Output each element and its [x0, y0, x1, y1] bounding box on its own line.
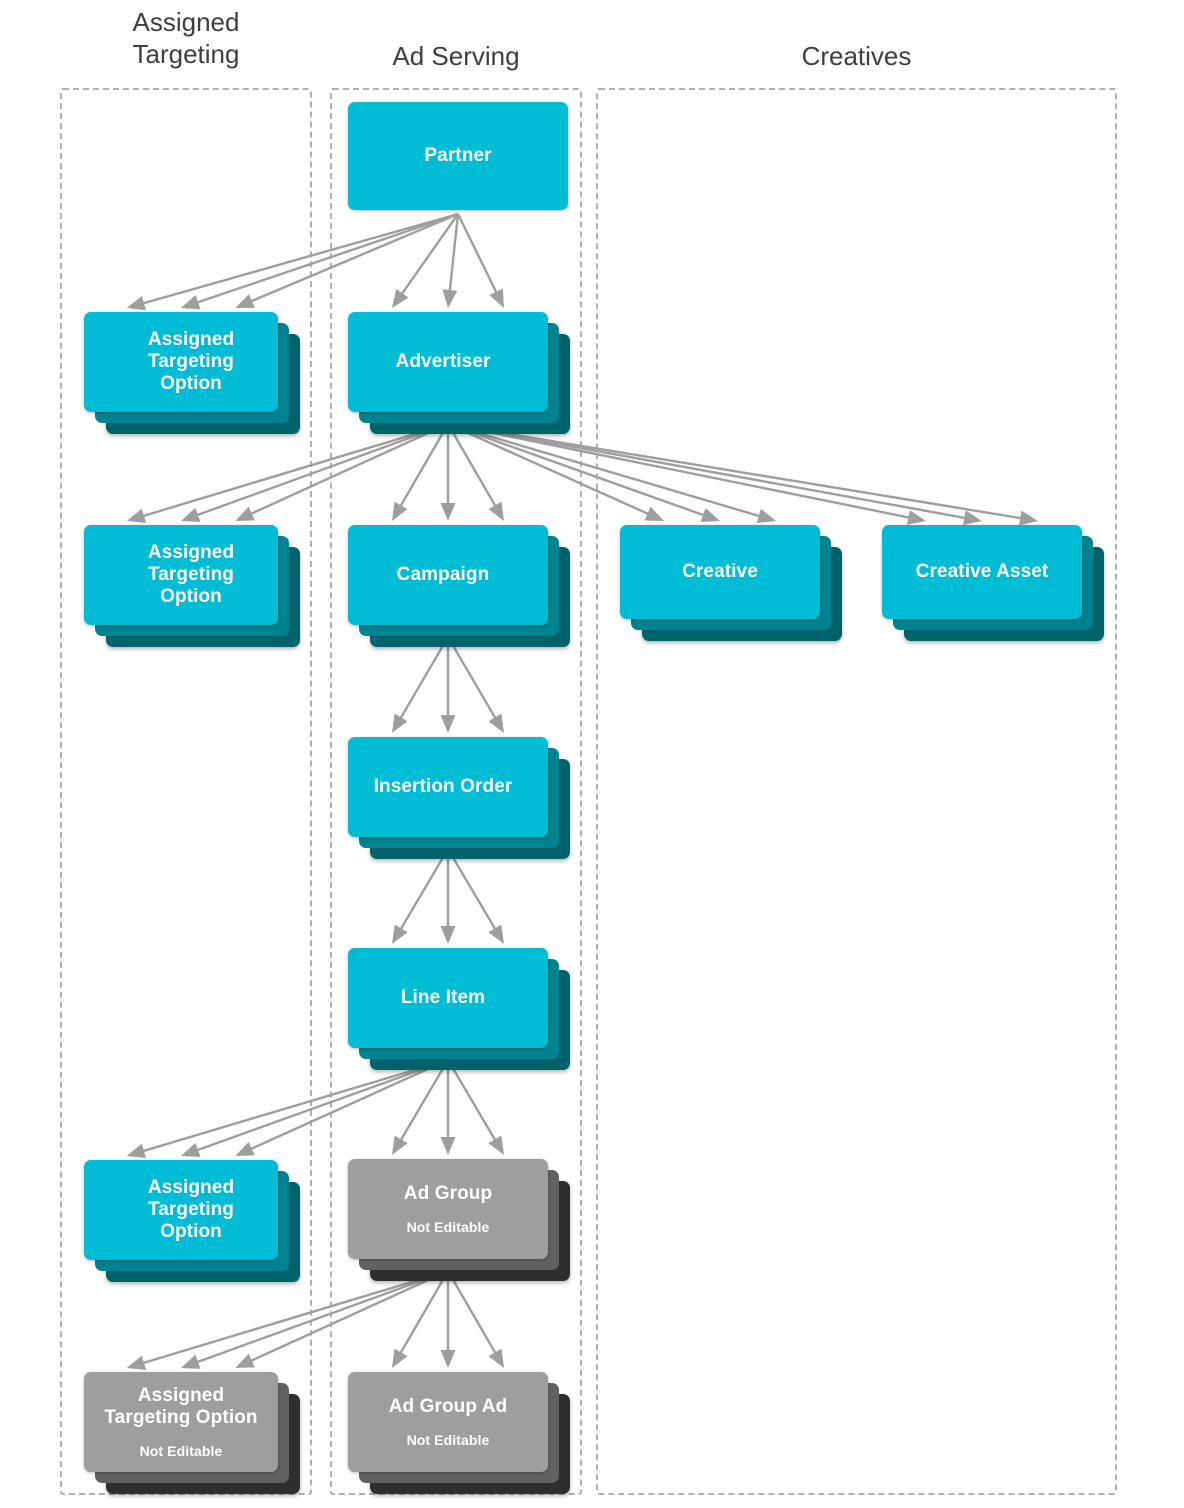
node-partner-card[interactable]: Partner	[348, 102, 568, 210]
node-creative-asset-label: Creative Asset	[915, 560, 1049, 582]
node-insertion-order-label: Insertion Order	[373, 775, 513, 797]
node-line-item[interactable]: Line Item	[348, 948, 570, 1070]
node-assigned-targeting-option-adgroup-sublabel: Not Editable	[139, 1443, 223, 1460]
group-frame-assigned-targeting	[60, 88, 312, 1495]
node-ad-group-label: Ad Group	[403, 1182, 493, 1204]
node-insertion-order-card[interactable]: Insertion Order	[348, 737, 548, 837]
node-assigned-targeting-option-advertiser-label: Assigned Targeting Option	[147, 541, 235, 608]
node-ad-group-ad-sublabel: Not Editable	[406, 1432, 490, 1449]
node-campaign-label: Campaign	[396, 563, 490, 585]
node-ad-group-ad[interactable]: Ad Group Ad Not Editable	[348, 1372, 570, 1494]
node-ad-group-ad-card[interactable]: Ad Group Ad Not Editable	[348, 1372, 548, 1472]
node-advertiser[interactable]: Advertiser	[348, 312, 570, 434]
node-assigned-targeting-option-advertiser-card[interactable]: Assigned Targeting Option	[84, 525, 278, 625]
node-creative[interactable]: Creative	[620, 525, 842, 641]
node-line-item-label: Line Item	[400, 986, 486, 1008]
node-campaign[interactable]: Campaign	[348, 525, 570, 647]
column-title-ad-serving: Ad Serving	[392, 41, 520, 71]
node-partner-label: Partner	[424, 144, 492, 166]
column-title-creatives: Creatives	[801, 41, 912, 71]
node-insertion-order[interactable]: Insertion Order	[348, 737, 570, 859]
node-assigned-targeting-option-lineitem-label: Assigned Targeting Option	[147, 1176, 235, 1243]
column-title-assigned-targeting: Assigned Targeting	[132, 7, 240, 69]
node-campaign-card[interactable]: Campaign	[348, 525, 548, 625]
node-assigned-targeting-option-lineitem[interactable]: Assigned Targeting Option	[84, 1160, 300, 1282]
node-creative-card[interactable]: Creative	[620, 525, 820, 619]
node-assigned-targeting-option-lineitem-card[interactable]: Assigned Targeting Option	[84, 1160, 278, 1260]
group-frame-ad-serving	[330, 88, 582, 1495]
node-creative-asset[interactable]: Creative Asset	[882, 525, 1104, 641]
node-ad-group-sublabel: Not Editable	[406, 1219, 490, 1236]
node-partner[interactable]: Partner	[348, 102, 568, 210]
group-frame-creatives	[596, 88, 1117, 1495]
node-ad-group-ad-label: Ad Group Ad	[388, 1395, 508, 1417]
node-assigned-targeting-option-partner-card[interactable]: Assigned Targeting Option	[84, 312, 278, 412]
node-assigned-targeting-option-partner[interactable]: Assigned Targeting Option	[84, 312, 300, 434]
node-assigned-targeting-option-advertiser[interactable]: Assigned Targeting Option	[84, 525, 300, 647]
node-assigned-targeting-option-partner-label: Assigned Targeting Option	[147, 328, 235, 395]
node-creative-label: Creative	[682, 560, 758, 582]
node-assigned-targeting-option-adgroup-label: Assigned Targeting Option	[104, 1384, 258, 1428]
node-advertiser-card[interactable]: Advertiser	[348, 312, 548, 412]
node-creative-asset-card[interactable]: Creative Asset	[882, 525, 1082, 619]
node-line-item-card[interactable]: Line Item	[348, 948, 548, 1048]
node-advertiser-label: Advertiser	[395, 350, 491, 372]
